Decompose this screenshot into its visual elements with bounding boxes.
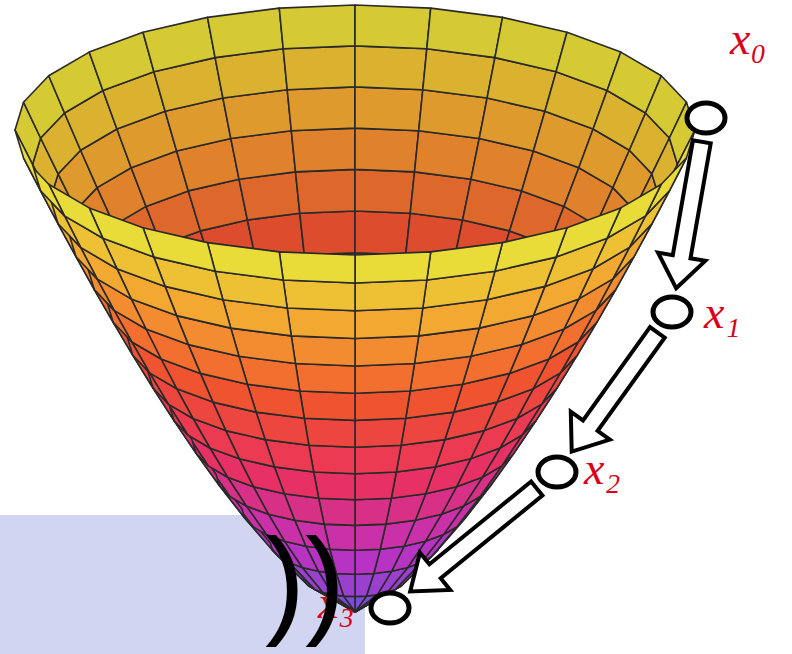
point-marker: x₃ (368, 590, 412, 626)
bowl-facet (355, 169, 415, 213)
point-circle (368, 590, 412, 626)
point-label: x₁ (704, 290, 740, 336)
point-label: x₀ (730, 16, 766, 62)
bowl-facet (314, 472, 355, 500)
bowl-facet (355, 336, 419, 366)
bowl-facet (300, 211, 355, 255)
bowl-facet (355, 574, 374, 597)
point-marker: x₁ (650, 294, 694, 330)
bowl-facet (355, 211, 410, 255)
bowl-facet (355, 391, 410, 420)
bowl-facet (355, 524, 386, 550)
bowl-facet (291, 336, 355, 366)
point-label: x₂ (584, 446, 620, 492)
bowl-facet (355, 308, 423, 339)
bowl-facet (495, 228, 567, 272)
formula-bracket: )) (265, 520, 345, 640)
step-arrow (658, 140, 711, 288)
bowl-facet (208, 243, 284, 280)
bowl-facet (355, 498, 391, 525)
bowl-facet (296, 364, 356, 394)
bowl-facet (89, 32, 154, 90)
bowl-facet (355, 252, 431, 283)
bowl-facet (300, 391, 355, 420)
bowl-facet (296, 169, 356, 213)
bowl-facet (143, 17, 215, 71)
bowl-facet (355, 87, 423, 131)
bowl-facet (279, 252, 355, 283)
formula-panel (0, 515, 365, 654)
point-circle (650, 294, 694, 330)
bowl-facet (427, 8, 503, 58)
bowl-facet (143, 228, 215, 272)
step-arrow (410, 482, 542, 592)
bowl-facet (304, 418, 355, 447)
bowl-facet (309, 445, 355, 473)
paraboloid-bowl (15, 5, 695, 612)
bowl-facet (287, 87, 355, 131)
bowl-facet (208, 8, 284, 58)
bowl-facet (279, 5, 355, 49)
point-circle (684, 100, 728, 136)
bowl-facet (355, 596, 367, 612)
bowl-facet (410, 172, 471, 220)
bowl-facet (15, 130, 41, 191)
bowl-facet (355, 5, 431, 49)
bowl-facet (287, 308, 355, 339)
bowl-facet (291, 128, 355, 172)
bowl-facet (427, 243, 503, 280)
bowl-facet (495, 17, 567, 71)
bowl-facet (239, 172, 300, 220)
bowl-facet (355, 128, 419, 172)
bowl-facet (355, 364, 415, 394)
point-marker: x₂ (535, 454, 579, 490)
bowl-facet (355, 418, 406, 447)
bowl-facet (355, 46, 427, 90)
point-marker: x₀ (684, 100, 728, 136)
bowl-facet (355, 280, 427, 311)
bowl-facet (283, 46, 355, 90)
bowl-facet (49, 184, 103, 238)
bowl-facet (283, 280, 355, 311)
bowl-facet (355, 549, 380, 574)
point-circle (535, 454, 579, 490)
step-arrow (571, 327, 665, 452)
bowl-facet (355, 445, 401, 473)
bowl-facet (355, 472, 396, 500)
